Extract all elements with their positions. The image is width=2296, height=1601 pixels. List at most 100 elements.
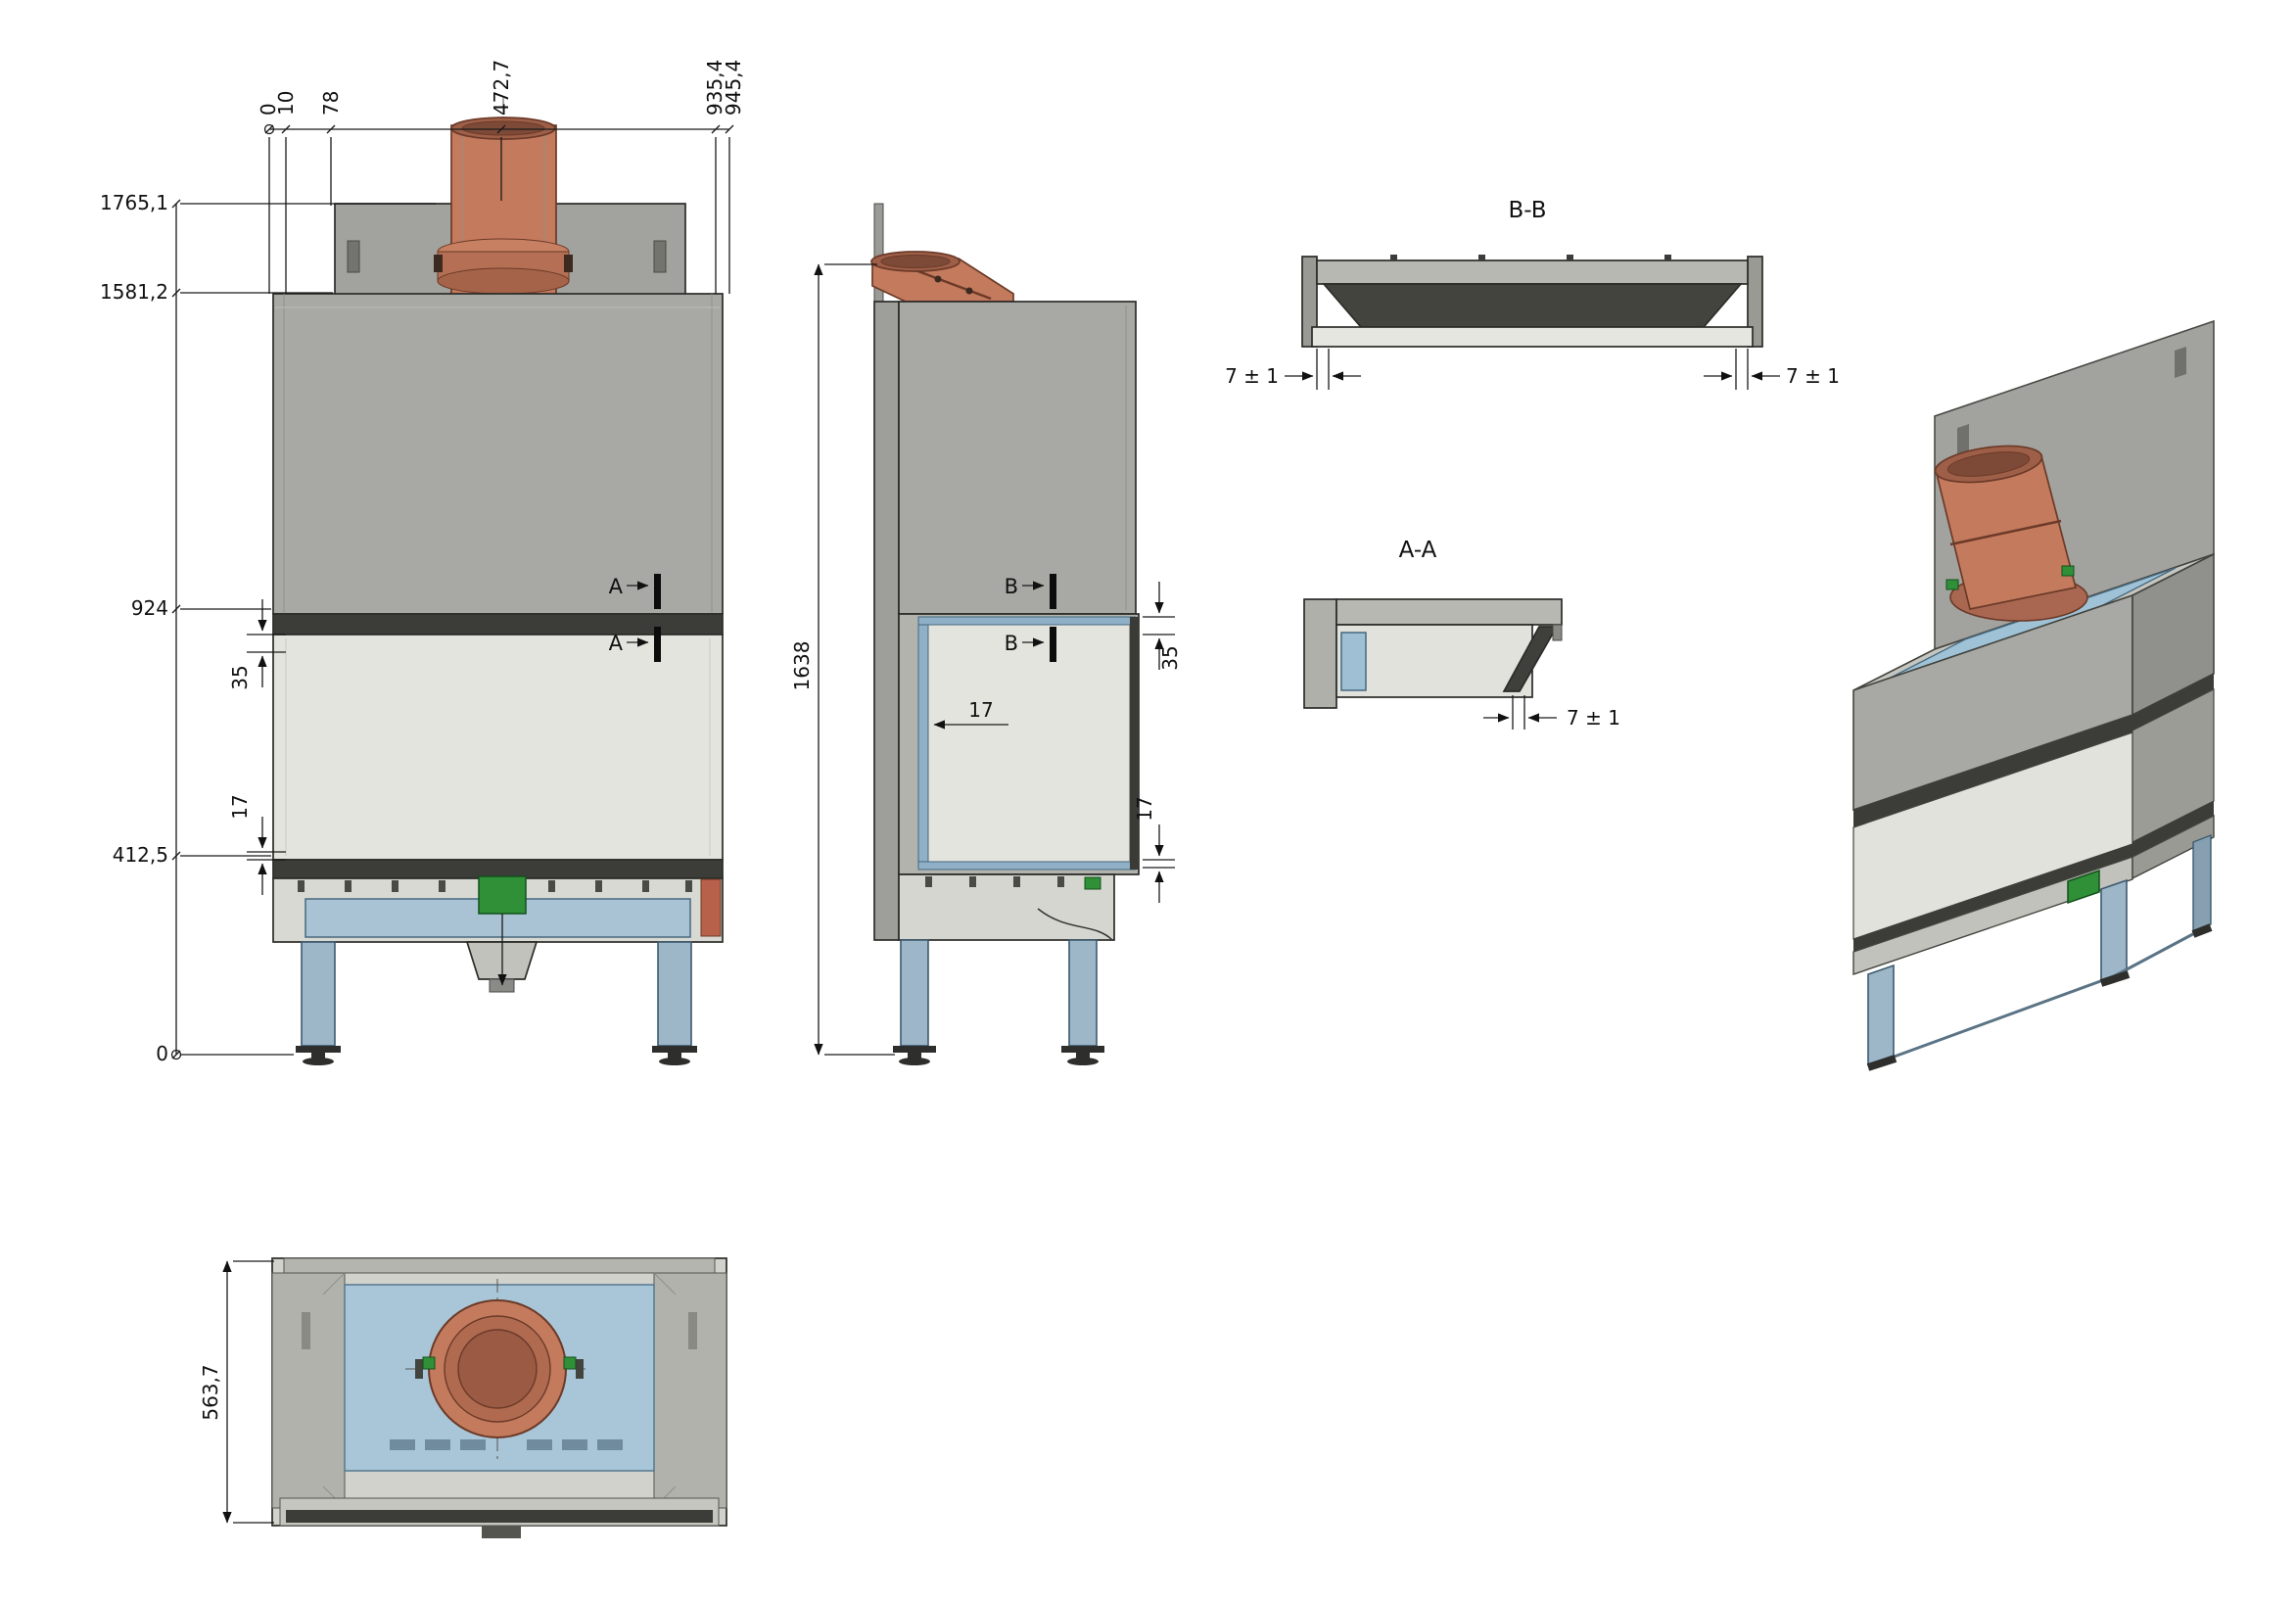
- section-a-mark-top: [654, 574, 661, 609]
- section-aa-title: A-A: [1399, 538, 1437, 563]
- aa-top-bar: [1335, 598, 1563, 626]
- side-dimensions: 1638 35 17: [790, 263, 1182, 1056]
- topview-clamp-bolt-left: [415, 1359, 423, 1379]
- dim-side-1638: 1638: [790, 641, 814, 691]
- side-dim-17: [1143, 824, 1175, 903]
- side-flue-strap: [914, 268, 992, 301]
- dim-front-y412: 412,5: [113, 843, 168, 867]
- bb-clips: [1390, 255, 1671, 260]
- iso-front-band-lower: [1853, 844, 2132, 952]
- topview-clamp-green-right: [563, 1356, 577, 1370]
- section-b-label-top: B: [1005, 575, 1018, 598]
- side-back-wall: [873, 301, 900, 941]
- front-dark-band-lower: [272, 859, 724, 879]
- dim-bb-left: 7 ± 1: [1225, 364, 1279, 388]
- side-leg-back: [900, 939, 929, 1047]
- section-b-label-bottom: B: [1005, 632, 1018, 655]
- iso-base-rail-front: [1880, 974, 2115, 1063]
- topview-flue-inner: [457, 1329, 538, 1409]
- section-a-mark-bottom: [654, 627, 661, 662]
- side-feet: [893, 1046, 1104, 1065]
- side-bench-clips: [925, 876, 1064, 887]
- dim-front-x0: 0: [257, 103, 280, 116]
- bb-top-bar: [1316, 259, 1749, 285]
- front-top-extension-lines: [268, 137, 730, 294]
- dim-front-x945: 945,4: [722, 60, 745, 116]
- iso-bench-front: [1852, 856, 2133, 975]
- front-gas-valve: [478, 875, 527, 915]
- isometric-view: [1852, 319, 2215, 1071]
- side-dim-35: [1143, 582, 1175, 670]
- front-back-panel-slot-right: [653, 240, 667, 273]
- topview-front-dark-band: [286, 1510, 713, 1523]
- iso-flue-opening-inner: [1946, 451, 2031, 477]
- front-leg-right: [657, 941, 692, 1047]
- iso-feet: [1866, 923, 2213, 1071]
- topview-back-strip: [283, 1257, 716, 1274]
- topview-side-block-right: [653, 1272, 727, 1509]
- side-frame-blue-left: [917, 616, 929, 871]
- aa-frame-blue: [1340, 632, 1367, 691]
- side-flue-opening-inner: [880, 255, 951, 268]
- front-side-trim: [700, 878, 722, 937]
- topview-vent-slots: [390, 1439, 623, 1450]
- iso-leg-front-right: [2100, 878, 2128, 982]
- topview-front-tab: [482, 1526, 521, 1538]
- bb-end-plate-right: [1747, 256, 1763, 348]
- iso-base-rail-side: [2113, 927, 2203, 978]
- section-bb-view: B-B 7 ± 1 7 ± 1: [1225, 198, 1840, 390]
- bb-dim-right: [1704, 349, 1780, 390]
- front-flue-clamp-left: [434, 255, 443, 272]
- iso-leg-back-right: [2192, 833, 2212, 933]
- front-feet: [296, 1046, 697, 1065]
- side-frame-blue-top: [917, 616, 1137, 626]
- front-upper-body: [272, 293, 724, 615]
- front-leg-left: [301, 941, 336, 1047]
- aa-lip: [1552, 624, 1563, 641]
- section-b-mark-bottom: [1050, 627, 1056, 662]
- front-view: A A: [272, 98, 724, 1065]
- front-flue-opening-inner: [461, 120, 545, 136]
- dim-front-17: 17: [228, 794, 252, 819]
- front-back-panel-slot-left: [347, 240, 360, 273]
- side-flue-bolt-2: [965, 287, 973, 295]
- section-aa-view: A-A 7 ± 1: [1303, 538, 1620, 730]
- iso-flue-clamp-left: [1945, 579, 1959, 590]
- side-door-glass-area: [927, 624, 1131, 863]
- bb-base-strip: [1311, 326, 1754, 348]
- front-dim-17: [247, 817, 286, 895]
- section-a-label-top: A: [609, 575, 624, 598]
- dim-side-17: 17: [1133, 796, 1156, 821]
- iso-flue-clamp-right: [2061, 565, 2075, 577]
- side-glass-pane-edge: [1130, 617, 1139, 870]
- bb-dim-left: [1285, 349, 1361, 390]
- front-left-dim-ticks: [171, 199, 181, 1059]
- front-dim-35: [247, 599, 286, 687]
- section-bb-title: B-B: [1508, 198, 1546, 223]
- side-cable: [1037, 908, 1113, 941]
- front-glass: [272, 634, 724, 861]
- dim-front-35: 35: [228, 665, 252, 689]
- dim-front-y1765: 1765,1: [100, 191, 168, 214]
- topview-slot-right: [688, 1312, 697, 1349]
- dim-aa: 7 ± 1: [1567, 706, 1620, 730]
- front-left-extension-lines: [180, 203, 436, 1056]
- iso-flue-strap: [1949, 519, 2062, 546]
- front-dimensions: 0 10 78 472,7 935,4 945,4 1765,1 1581,2 …: [100, 60, 745, 1065]
- section-b-mark-top: [1050, 574, 1056, 609]
- dim-side-glass-17: 17: [968, 698, 993, 722]
- front-bench-clips: [298, 880, 692, 892]
- dim-bb-right: 7 ± 1: [1786, 364, 1840, 388]
- iso-side-band-upper: [2132, 674, 2214, 730]
- iso-bench-side: [2132, 814, 2215, 880]
- iso-front-band-upper: [1853, 715, 2132, 827]
- side-bench: [898, 873, 1115, 941]
- dim-side-35: 35: [1158, 645, 1182, 670]
- topview-clamp-bolt-right: [576, 1359, 584, 1379]
- aa-glass-section: [1502, 626, 1559, 692]
- bb-glass-section: [1322, 283, 1743, 328]
- front-flue-collar-bottom: [437, 267, 570, 295]
- side-leg-front: [1068, 939, 1098, 1047]
- front-top-dim-ticks: [264, 124, 734, 134]
